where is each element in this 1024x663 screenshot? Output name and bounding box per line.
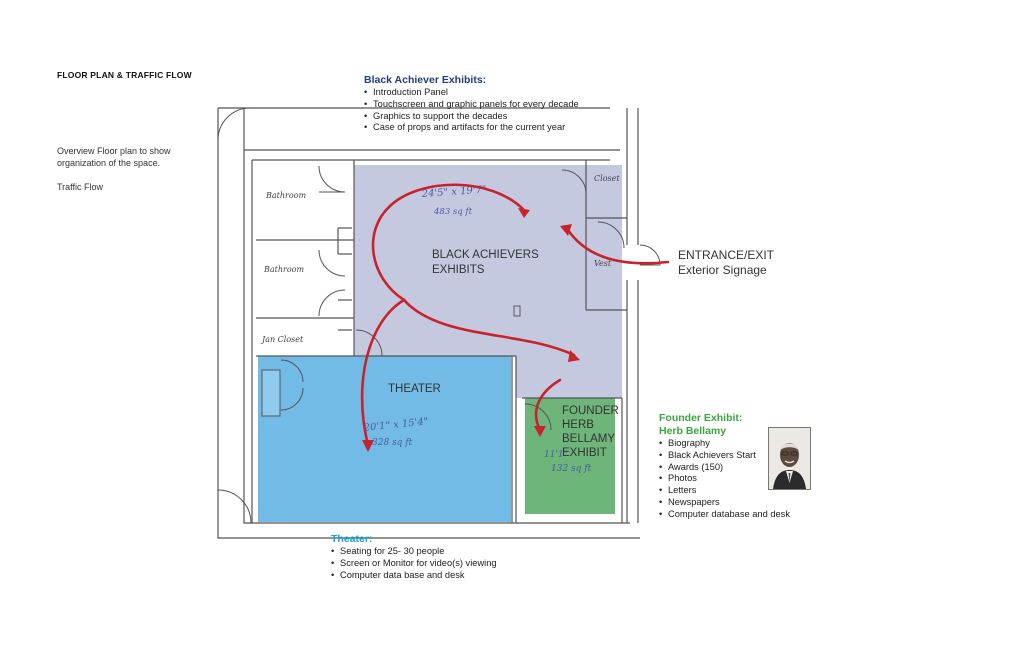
arrowhead-founder [568, 350, 580, 362]
door-swings [217, 107, 661, 524]
room-area-black-achievers: 483 sq ft [433, 207, 473, 217]
exhibit-marker [513, 305, 521, 317]
room-label-jan-closet: Jan Closet [260, 335, 304, 344]
list-item: Black Achievers Start [659, 450, 790, 462]
walls [217, 107, 640, 539]
room-label-bathroom-2: Bathroom [263, 265, 304, 274]
theater-heading: Theater: [331, 533, 373, 545]
list-item: Computer data base and desk [331, 570, 497, 582]
founder-panel: Founder Exhibit: Herb Bellamy Biography … [659, 412, 790, 521]
founder-heading-1: Founder Exhibit: [659, 412, 743, 424]
list-item: Biography [659, 438, 790, 450]
list-item: Graphics to support the decades [364, 111, 579, 123]
room-label-founder-4: EXHIBIT [562, 447, 607, 459]
list-item: Screen or Monitor for video(s) viewing [331, 558, 497, 570]
entrance-line2: Exterior Signage [678, 263, 767, 277]
arrow-heads [362, 208, 580, 452]
room-label-black-achievers-1: BLACK ACHIEVERS [432, 249, 539, 261]
list-item: Newspapers [659, 497, 790, 509]
room-dims-founder: 11'1" [544, 450, 568, 460]
entrance-line1: ENTRANCE/EXIT [678, 248, 775, 262]
list-item: Photos [659, 473, 790, 485]
list-item: Computer database and desk [659, 509, 790, 521]
flow-path-to-theater [360, 298, 406, 447]
room-area-founder: 132 sq ft [551, 464, 592, 474]
founder-zone [525, 398, 615, 514]
entrance-label: ENTRANCE/EXIT Exterior Signage [678, 248, 774, 278]
black-achiever-heading: Black Achiever Exhibits: [364, 74, 487, 86]
list-item: Awards (150) [659, 462, 790, 474]
theater-list: Seating for 25- 30 people Screen or Moni… [331, 546, 497, 581]
black-achiever-panel: Black Achiever Exhibits: Introduction Pa… [364, 74, 579, 134]
room-dims-black-achievers: 24'5" x 19'7" [420, 184, 486, 200]
room-label-bathroom-1: Bathroom [265, 191, 306, 200]
list-item: Seating for 25- 30 people [331, 546, 497, 558]
flow-path-founder-in [534, 378, 562, 432]
overview-note: Overview Floor plan to show organization… [57, 146, 171, 168]
black-achiever-list: Introduction Panel Touchscreen and graph… [364, 87, 579, 134]
arrowhead-founder-in [534, 426, 546, 437]
portrait-photo-icon [768, 427, 811, 490]
arrowhead-entrance [560, 224, 572, 236]
room-label-founder-1: FOUNDER [562, 405, 619, 417]
room-label-founder-2: HERB [562, 419, 594, 431]
list-item: Touchscreen and graphic panels for every… [364, 99, 579, 111]
room-label-vest: Vest [594, 259, 612, 268]
founder-list: Biography Black Achievers Start Awards (… [659, 438, 790, 521]
room-label-closet: Closet [594, 174, 620, 183]
arrowhead-theater [362, 440, 374, 452]
flow-path-entrance [566, 228, 670, 265]
room-label-theater: THEATER [388, 383, 441, 395]
theater-zone [258, 356, 511, 522]
list-item: Case of props and artifacts for the curr… [364, 122, 579, 134]
arrowhead-loop [518, 208, 530, 218]
room-label-black-achievers-2: EXHIBITS [432, 264, 485, 276]
theater-panel: Theater: Seating for 25- 30 people Scree… [331, 533, 497, 581]
traffic-flow-note: Traffic Flow [57, 182, 104, 192]
page-title: FLOOR PLAN & TRAFFIC FLOW [57, 70, 192, 80]
list-item: Letters [659, 485, 790, 497]
theater-wall-box [261, 369, 281, 417]
room-area-theater: 328 sq ft [372, 438, 413, 448]
room-label-founder-3: BELLAMY [562, 433, 615, 445]
flow-path-loop [371, 183, 526, 302]
black-achievers-zone [354, 165, 622, 398]
list-item: Introduction Panel [364, 87, 579, 99]
founder-heading-2: Herb Bellamy [659, 425, 727, 437]
flow-path-to-founder [402, 298, 576, 357]
traffic-flow-arrows [360, 183, 670, 447]
